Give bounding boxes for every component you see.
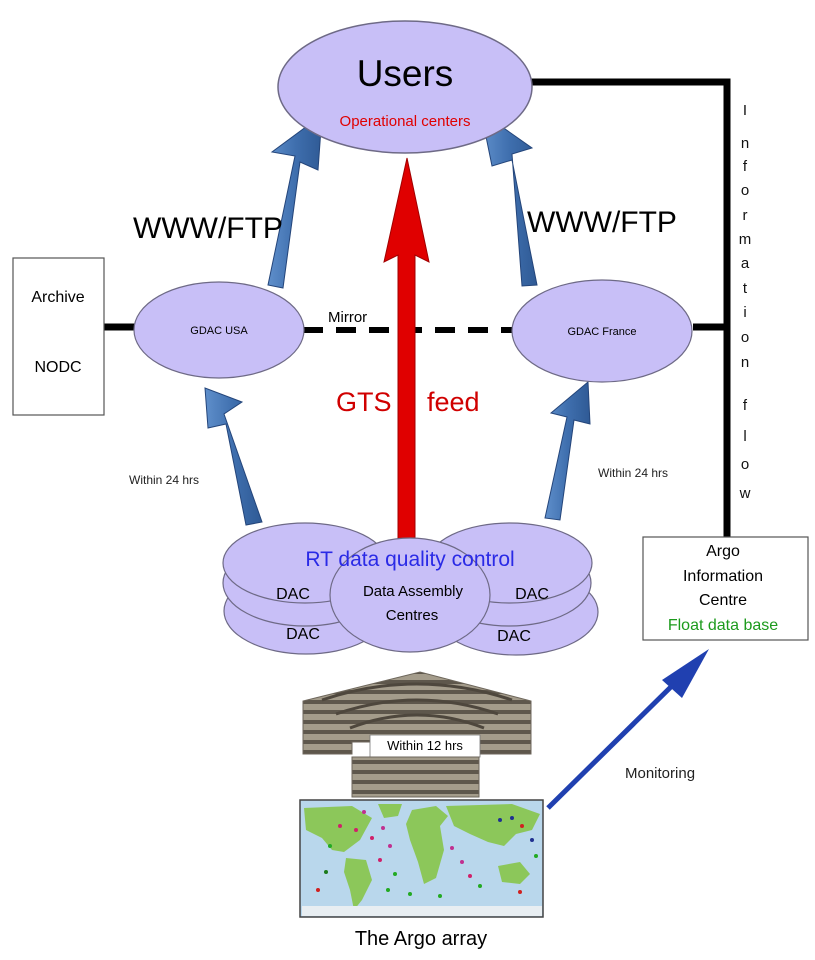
dac-label-1: DAC bbox=[276, 586, 310, 603]
dac-label-2: DAC bbox=[286, 626, 320, 643]
gdac-france-ellipse bbox=[511, 279, 693, 383]
transmission-waves-icon: Within 12 hrs bbox=[302, 671, 532, 798]
archive-rect bbox=[12, 257, 105, 416]
map-north-america bbox=[304, 806, 372, 852]
argo-array-map bbox=[299, 799, 544, 918]
centres-label: Centres bbox=[386, 607, 439, 624]
float-database-label: Float data base bbox=[668, 617, 778, 634]
within-24-left-label: Within 24 hrs bbox=[129, 473, 199, 487]
gts-feed-arrow bbox=[383, 157, 430, 541]
aic-rect bbox=[642, 536, 809, 641]
aic-line-3: Centre bbox=[699, 592, 747, 609]
data-assembly-label: Data Assembly bbox=[363, 583, 464, 600]
information-flow-letter: l bbox=[743, 428, 746, 445]
information-flow-letter: f bbox=[743, 397, 748, 414]
information-flow-letter: I bbox=[743, 102, 747, 119]
users-title: Users bbox=[357, 53, 454, 94]
mirror-label: Mirror bbox=[328, 309, 367, 326]
information-flow-letter: n bbox=[741, 135, 749, 152]
waves-base bbox=[351, 756, 480, 798]
within-12-label: Within 12 hrs bbox=[387, 738, 463, 753]
archive-label: Archive bbox=[31, 289, 84, 306]
argo-information-centre-box: Argo Information Centre Float data base bbox=[642, 536, 809, 641]
users-node: Users Operational centers bbox=[277, 20, 533, 154]
gts-label: GTS bbox=[336, 387, 392, 417]
information-flow-letter: w bbox=[739, 485, 751, 502]
waves-shape bbox=[302, 671, 532, 755]
arrow-gdac-france-to-users bbox=[480, 110, 538, 287]
information-flow-letter: o bbox=[741, 182, 749, 199]
users-ellipse bbox=[277, 20, 533, 154]
information-flow-letter: o bbox=[741, 329, 749, 346]
information-flow-letter: r bbox=[743, 207, 748, 224]
www-ftp-right-label: WWW/FTP bbox=[527, 206, 677, 239]
within-24-right-label: Within 24 hrs bbox=[598, 466, 668, 480]
rt-quality-control-label: RT data quality control bbox=[305, 548, 514, 571]
blue-arrows bbox=[204, 110, 591, 526]
information-flow-letter: i bbox=[743, 304, 746, 321]
aic-line-1: Argo bbox=[706, 543, 740, 560]
archive-box: Archive NODC bbox=[12, 257, 105, 416]
users-subtitle: Operational centers bbox=[340, 113, 471, 130]
information-flow-letter: n bbox=[741, 354, 749, 371]
aic-line-2: Information bbox=[683, 568, 763, 585]
map-asia bbox=[446, 804, 540, 846]
dac-cluster: RT data quality control DAC DAC DAC DAC … bbox=[222, 522, 599, 656]
information-flow-letter: m bbox=[739, 231, 752, 248]
gdac-france-node: GDAC France bbox=[511, 279, 693, 383]
gdac-france-label: GDAC France bbox=[567, 326, 636, 338]
gdac-usa-label: GDAC USA bbox=[190, 325, 248, 337]
feed-label: feed bbox=[427, 387, 480, 417]
monitoring-arrow bbox=[546, 649, 709, 810]
waves-arcs bbox=[321, 682, 513, 730]
information-flow-letter: f bbox=[743, 158, 748, 175]
dac-label-4: DAC bbox=[497, 628, 531, 645]
arrow-dac-to-gdac-usa bbox=[204, 387, 263, 526]
map-south-america bbox=[344, 858, 372, 910]
map-float-dots bbox=[316, 810, 538, 898]
information-flow-letter: a bbox=[741, 255, 750, 272]
argo-array-caption: The Argo array bbox=[355, 928, 487, 950]
information-flow-letter: t bbox=[743, 280, 748, 297]
www-ftp-left-label: WWW/FTP bbox=[133, 212, 283, 245]
arrow-gdac-usa-to-users bbox=[267, 113, 323, 289]
monitoring-arrow-shaft bbox=[546, 674, 684, 810]
gdac-usa-ellipse bbox=[133, 281, 305, 379]
dac-label-3: DAC bbox=[515, 586, 549, 603]
gdac-usa-node: GDAC USA bbox=[133, 281, 305, 379]
arrow-dac-to-gdac-france bbox=[544, 380, 591, 521]
map-europe-africa bbox=[406, 806, 448, 884]
map-antarctica bbox=[302, 906, 542, 916]
monitoring-arrow-head bbox=[662, 649, 709, 698]
data-assembly-centres-ellipse bbox=[329, 537, 491, 653]
map-australia bbox=[498, 862, 530, 884]
monitoring-label: Monitoring bbox=[625, 765, 695, 782]
map-greenland bbox=[378, 804, 402, 818]
information-flow-letter: o bbox=[741, 456, 749, 473]
nodc-label: NODC bbox=[34, 359, 81, 376]
users-info-line bbox=[500, 78, 731, 537]
